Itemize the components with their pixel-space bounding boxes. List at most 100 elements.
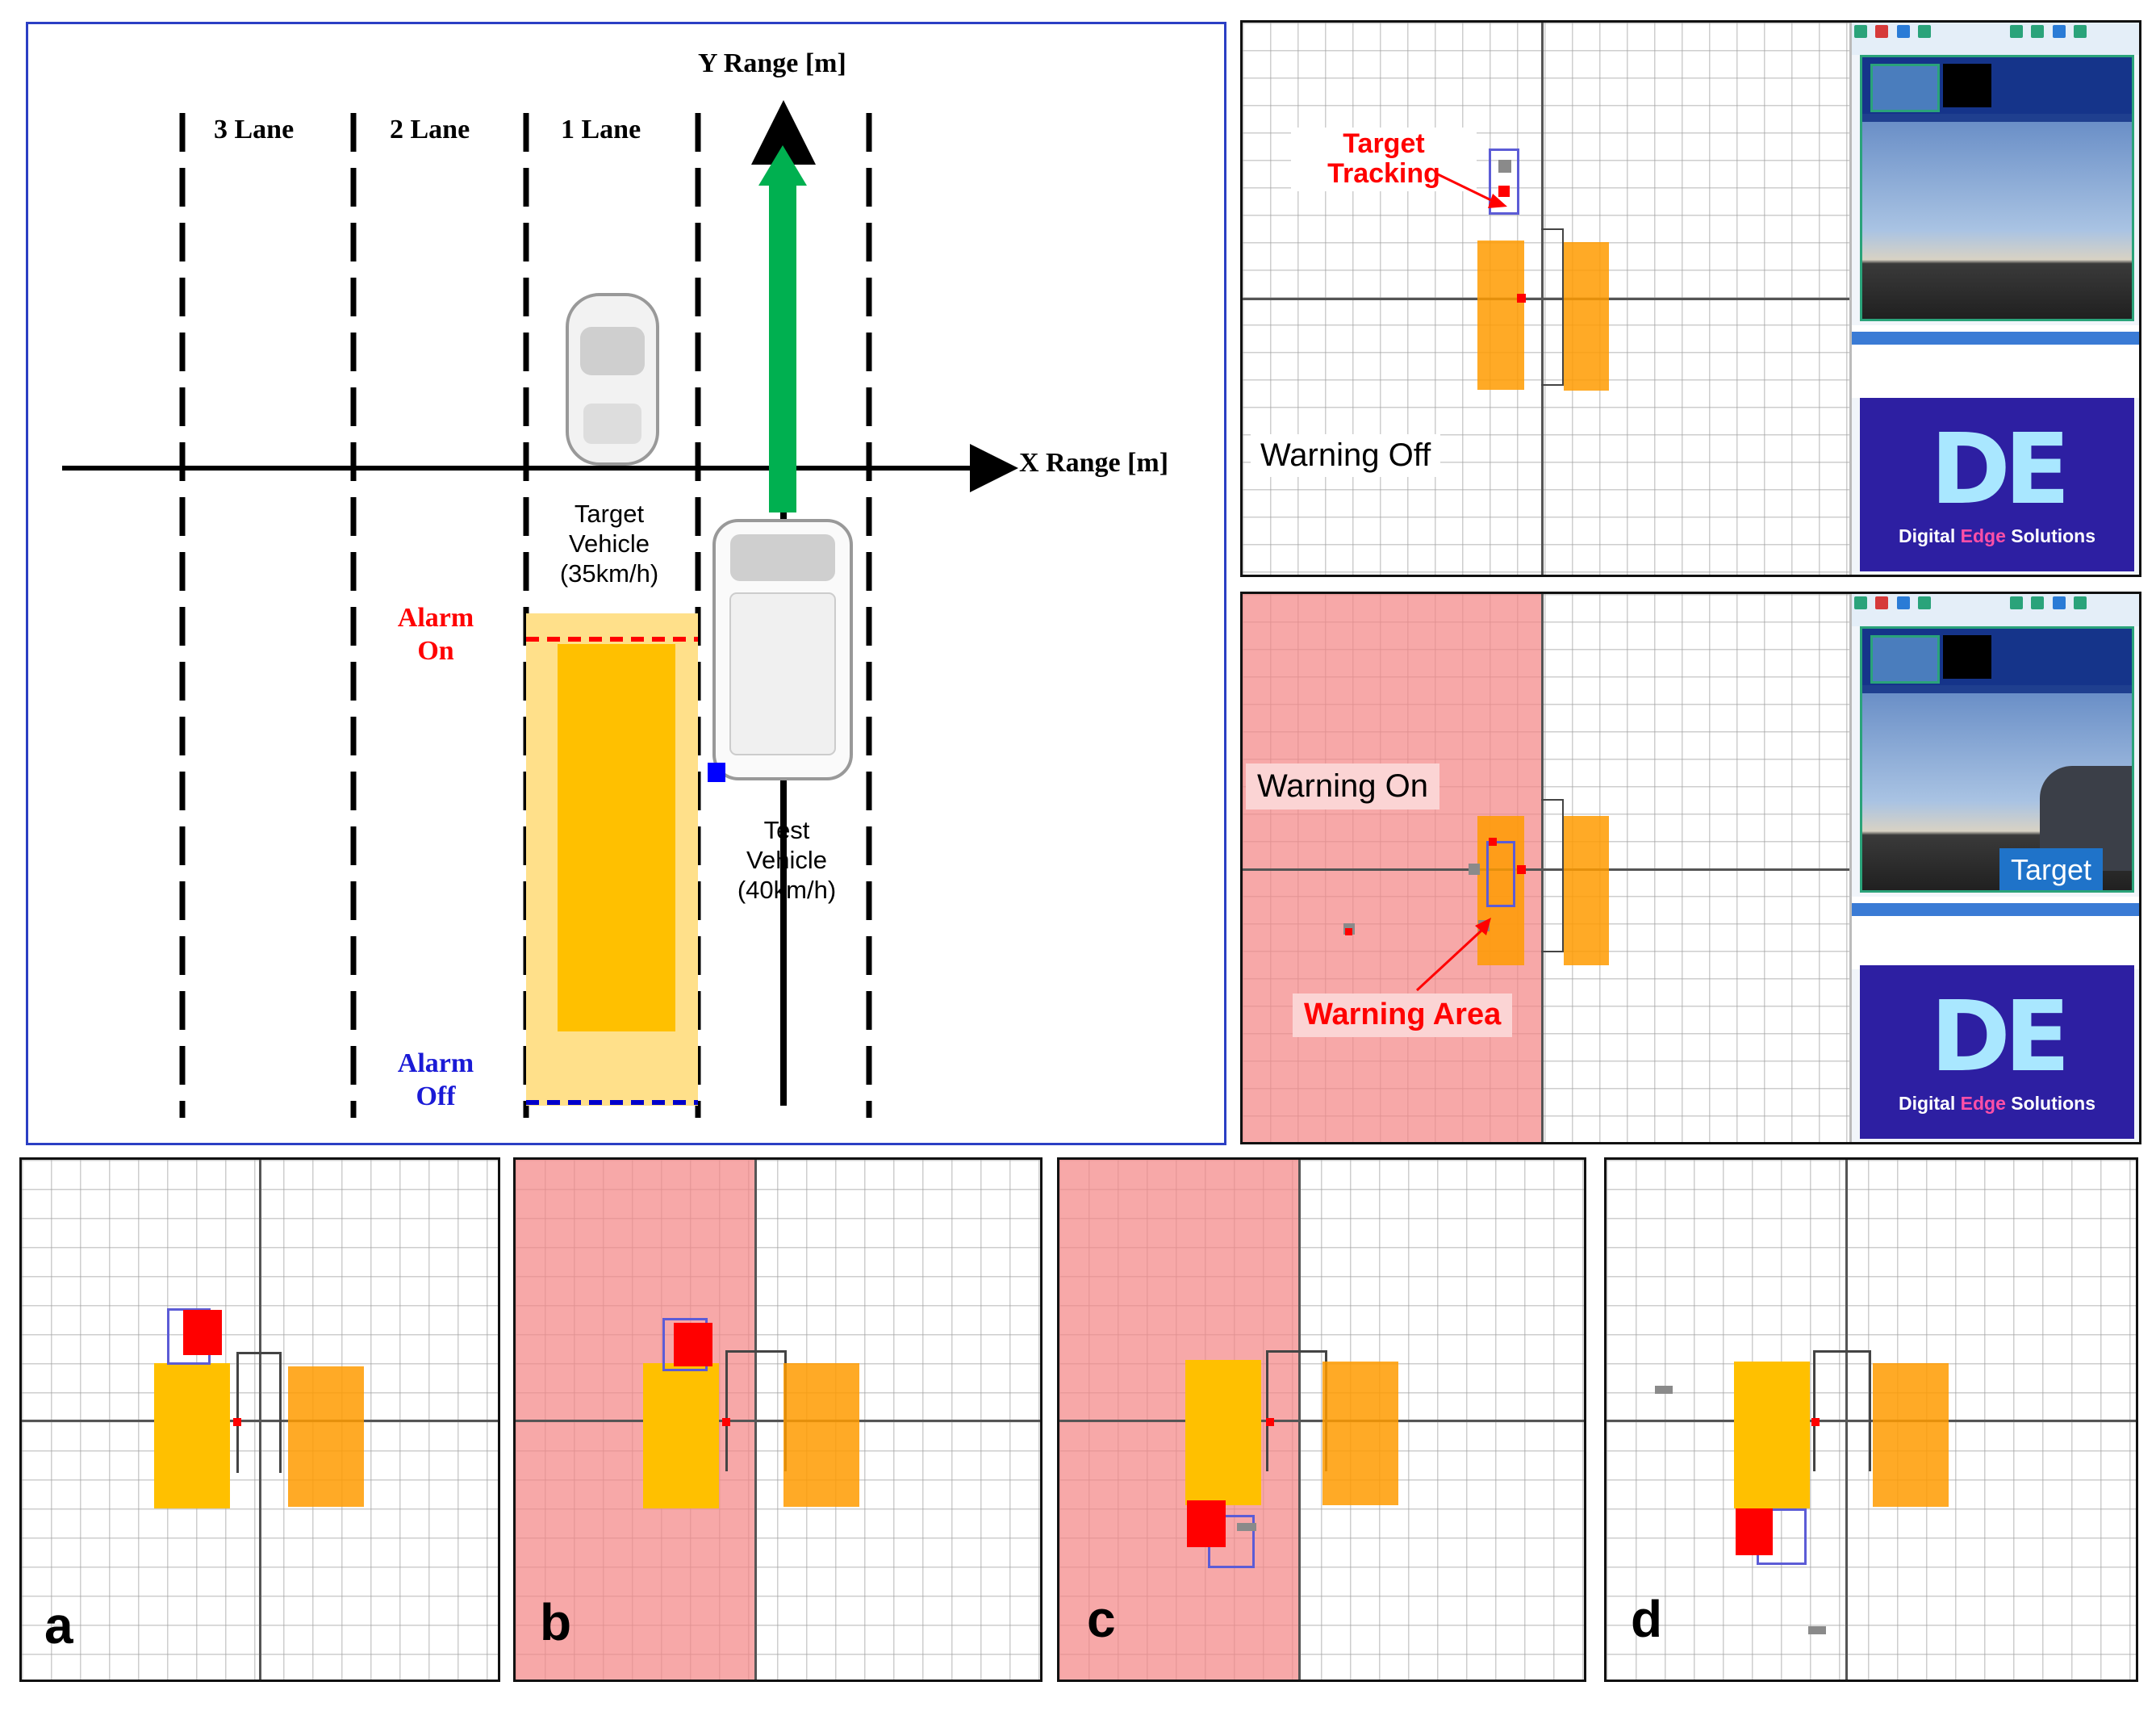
target-vehicle-icon xyxy=(566,293,659,466)
toolbar-icon[interactable] xyxy=(2009,596,2023,609)
toolbar-icon[interactable] xyxy=(1854,25,1867,38)
snapshot-x-axis xyxy=(516,1420,1040,1422)
origin-marker xyxy=(233,1418,241,1426)
snapshot-a: a xyxy=(19,1157,500,1682)
toolbar-icon[interactable] xyxy=(1918,25,1932,38)
target-tracking-arrow xyxy=(1437,173,1507,208)
origin-marker xyxy=(1517,865,1526,874)
track-point-gray xyxy=(1655,1386,1673,1394)
track-point-red xyxy=(1498,186,1510,197)
ego-vehicle-outline xyxy=(1541,228,1564,386)
snapshot-y-axis xyxy=(1845,1160,1848,1680)
snapshot-y-axis xyxy=(1298,1160,1301,1680)
track-point-red xyxy=(674,1323,712,1366)
warning-area-label: Warning Area xyxy=(1293,994,1513,1037)
radar-y-axis xyxy=(1541,23,1544,575)
radar-x-axis xyxy=(1243,868,1849,871)
toolbar-icon[interactable] xyxy=(2031,596,2045,609)
test-vehicle-icon xyxy=(712,519,853,780)
radar-grid: Target Tracking Warning Off xyxy=(1243,23,1849,575)
toolbar-icon[interactable] xyxy=(1854,596,1867,609)
toolbar-icon[interactable] xyxy=(2074,596,2087,609)
alarm-off-label: Alarm Off xyxy=(397,1048,474,1111)
origin-marker xyxy=(1811,1418,1820,1426)
toolbar-icon[interactable] xyxy=(1875,596,1889,609)
snapshot-c: c xyxy=(1057,1157,1586,1682)
toolbar-icon[interactable] xyxy=(2074,25,2087,38)
right-detection-zone xyxy=(288,1366,364,1507)
green-arrow-head xyxy=(758,145,807,186)
camera-thumbnails xyxy=(1862,629,2132,685)
camera-thumb-2[interactable] xyxy=(1943,64,1991,107)
alarm-zone-inner xyxy=(558,644,675,1031)
test-vehicle-label: Test Vehicle (40km/h) xyxy=(737,816,837,905)
tracking-box xyxy=(1489,149,1519,215)
toolbar-icon[interactable] xyxy=(1896,25,1910,38)
radar-panel-warning-on: Warning On Warning Area Target xyxy=(1240,592,2141,1144)
company-logo: DE Digital Edge Solutions xyxy=(1860,965,2134,1139)
target-box xyxy=(154,1363,230,1508)
target-box xyxy=(643,1363,719,1508)
app-toolbar xyxy=(1852,23,2139,55)
snapshot-y-axis xyxy=(754,1160,757,1680)
track-point-gray xyxy=(1808,1626,1826,1634)
scenario-svg xyxy=(62,100,1018,1118)
lane-label-2: 2 Lane xyxy=(390,115,470,144)
toolbar-icon[interactable] xyxy=(1918,596,1932,609)
sensor-marker xyxy=(708,763,725,782)
x-axis-label: X Range [m] xyxy=(1019,448,1169,478)
right-detection-zone xyxy=(1564,242,1609,391)
track-point-red xyxy=(1736,1508,1773,1555)
toolbar-icon[interactable] xyxy=(2052,25,2066,38)
snapshot-d: d xyxy=(1604,1157,2138,1682)
radar-panel-warning-off: Target Tracking Warning Off xyxy=(1240,20,2141,577)
left-detection-zone xyxy=(1477,816,1524,965)
camera-thumb-1[interactable] xyxy=(1870,635,1940,684)
app-sidebar: DE Digital Edge Solutions xyxy=(1849,23,2139,575)
camera-image xyxy=(1862,122,2132,319)
status-strip xyxy=(1852,325,2139,398)
track-point-red xyxy=(183,1310,222,1355)
target-badge: Target xyxy=(1999,848,2104,890)
camera-thumb-1[interactable] xyxy=(1870,64,1940,112)
status-strip xyxy=(1852,897,2139,969)
green-arrow-shaft xyxy=(769,178,796,512)
camera-controls[interactable] xyxy=(1852,332,2139,345)
right-detection-zone xyxy=(1873,1363,1949,1507)
toolbar-icon[interactable] xyxy=(1875,25,1889,38)
app-toolbar xyxy=(1852,594,2139,626)
ego-vehicle-outline xyxy=(725,1350,787,1471)
track-point-red xyxy=(1345,928,1352,935)
snapshot-b: b xyxy=(513,1157,1042,1682)
logo-mark: DE xyxy=(1930,981,2070,1094)
alarm-on-label: Alarm On xyxy=(397,603,474,666)
toolbar-icon[interactable] xyxy=(2031,25,2045,38)
left-detection-zone xyxy=(1477,241,1524,390)
track-point-red xyxy=(1187,1500,1226,1547)
target-vehicle-label: Target Vehicle (35km/h) xyxy=(559,500,659,588)
warning-on-label: Warning On xyxy=(1246,763,1439,809)
camera-controls[interactable] xyxy=(1852,903,2139,916)
target-tracking-label: Target Tracking xyxy=(1291,128,1477,191)
snapshot-letter: c xyxy=(1087,1590,1116,1648)
right-detection-zone xyxy=(1322,1362,1398,1505)
target-box xyxy=(1734,1362,1810,1508)
radar-x-axis xyxy=(1243,298,1849,300)
camera-thumb-2[interactable] xyxy=(1943,635,1991,679)
ego-vehicle-outline xyxy=(1541,799,1564,952)
radar-y-axis xyxy=(1541,594,1544,1142)
warning-area-arrow xyxy=(1415,918,1491,992)
origin-marker xyxy=(1266,1418,1274,1426)
camera-thumbnails xyxy=(1862,57,2132,114)
toolbar-icon[interactable] xyxy=(2009,25,2023,38)
warning-off-label: Warning Off xyxy=(1251,434,1441,477)
app-sidebar: Target DE Digital Edge Solutions xyxy=(1849,594,2139,1142)
track-point-gray xyxy=(1469,864,1480,875)
camera-view[interactable] xyxy=(1860,55,2134,321)
camera-view[interactable]: Target xyxy=(1860,626,2134,893)
toolbar-icon[interactable] xyxy=(2052,596,2066,609)
scenario-diagram: 3 Lane 2 Lane 1 Lane Y Range [m] X Range… xyxy=(26,22,1226,1145)
logo-caption: Digital Edge Solutions xyxy=(1898,525,2096,546)
lane-label-1: 1 Lane xyxy=(561,115,641,144)
toolbar-icon[interactable] xyxy=(1896,596,1910,609)
